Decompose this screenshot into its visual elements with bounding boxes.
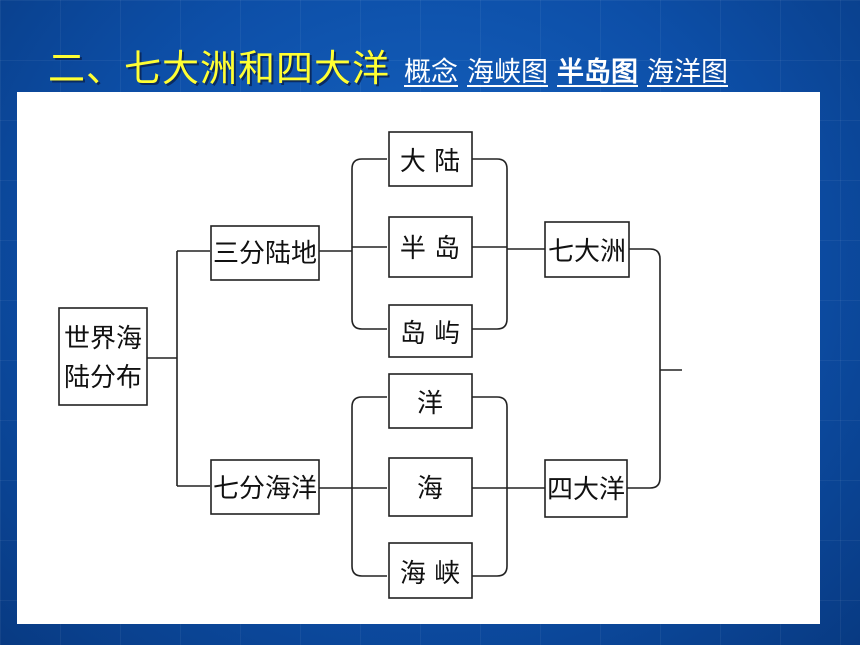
oceans-label: 四大洋 xyxy=(547,475,625,505)
node-land: 三分陆地 xyxy=(210,225,320,281)
connector-lines xyxy=(147,158,682,577)
node-four-oceans: 四大洋 xyxy=(544,459,628,518)
land-label: 三分陆地 xyxy=(213,239,317,269)
node-world-distribution: 世界海 陆分布 xyxy=(58,307,148,406)
continents-label: 七大洲 xyxy=(548,237,626,267)
link-ocean-map[interactable]: 海洋图 xyxy=(647,57,728,88)
land-item-2: 半 岛 xyxy=(400,234,460,264)
node-island: 岛 屿 xyxy=(388,304,473,358)
diagram-panel: 世界海 陆分布 三分陆地 七分海洋 大 陆 半 岛 岛 屿 xyxy=(17,92,820,624)
land-item-1: 大 陆 xyxy=(400,147,460,177)
slide-title: 二、七大洲和四大洋 xyxy=(48,47,390,90)
root-label-line1: 世界海 xyxy=(64,324,142,354)
root-label-line2: 陆分布 xyxy=(64,363,142,393)
node-continent-mainland: 大 陆 xyxy=(388,131,473,187)
node-ocean: 七分海洋 xyxy=(210,459,320,515)
land-item-3: 岛 屿 xyxy=(400,319,460,349)
title-bar: 二、七大洲和四大洋 概念 海峡图 半岛图 海洋图 xyxy=(48,38,728,90)
link-peninsula-map[interactable]: 半岛图 xyxy=(557,57,638,88)
ocean-item-1: 洋 xyxy=(417,389,443,419)
nav-links: 概念 海峡图 半岛图 海洋图 xyxy=(404,50,728,89)
node-sea: 海 xyxy=(388,457,473,517)
node-peninsula: 半 岛 xyxy=(388,216,473,278)
link-strait-map[interactable]: 海峡图 xyxy=(467,57,548,88)
ocean-label: 七分海洋 xyxy=(213,474,317,504)
link-concept[interactable]: 概念 xyxy=(404,57,458,88)
ocean-item-3: 海 峡 xyxy=(400,559,460,589)
node-strait: 海 峡 xyxy=(388,542,473,599)
ocean-item-2: 海 xyxy=(417,474,443,504)
node-ocean-item: 洋 xyxy=(388,373,473,429)
node-seven-continents: 七大洲 xyxy=(544,221,630,278)
classification-diagram: 世界海 陆分布 三分陆地 七分海洋 大 陆 半 岛 岛 屿 xyxy=(58,131,682,599)
